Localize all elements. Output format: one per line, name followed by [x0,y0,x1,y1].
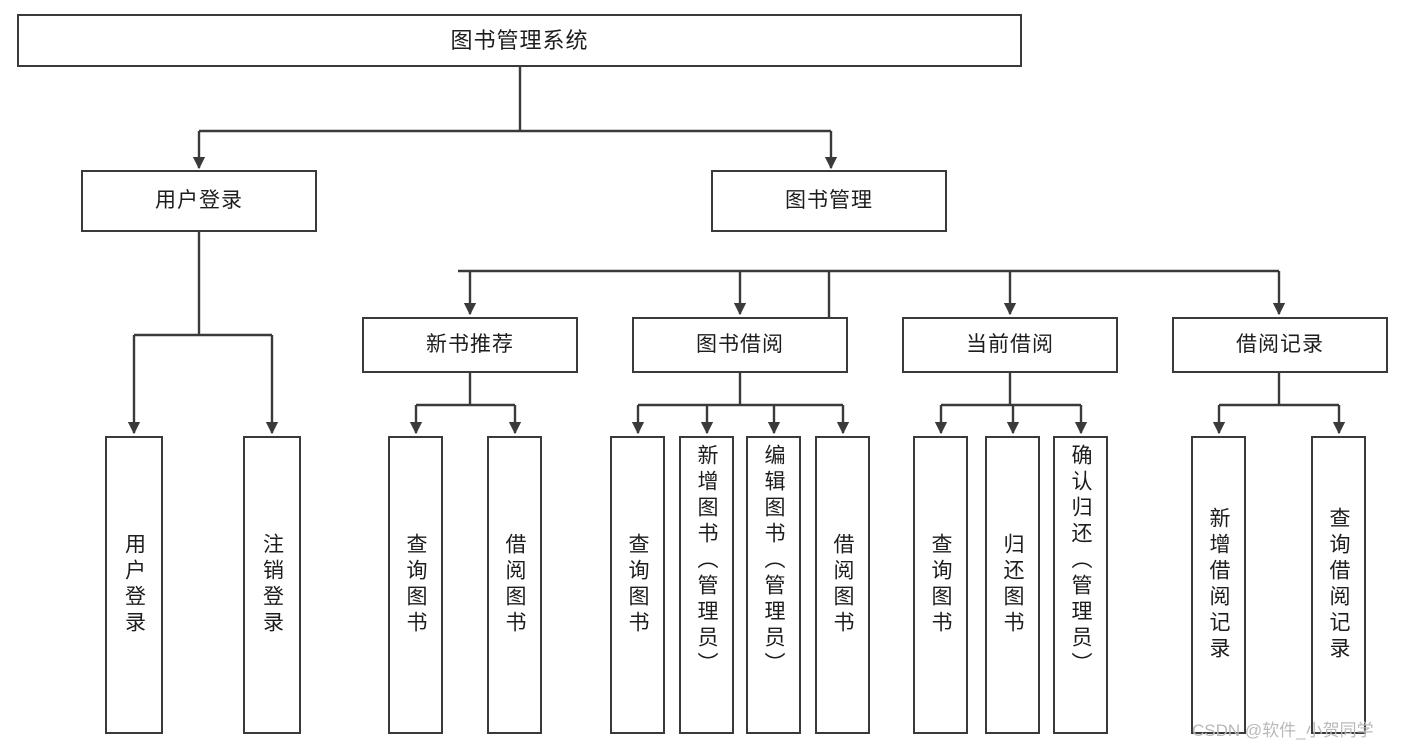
node-book-manage[interactable]: 图书管理 [711,170,947,232]
node-book-borrow-label: 图书借阅 [696,332,784,356]
leaf-user-login[interactable]: 用户登录 [105,436,163,734]
leaf-rec-add-record[interactable]: 新增借阅记录 [1191,436,1246,734]
node-book-borrow[interactable]: 图书借阅 [632,317,848,373]
node-current-borrow[interactable]: 当前借阅 [902,317,1118,373]
node-root[interactable]: 图书管理系统 [17,14,1022,67]
leaf-bor-query-book-label: 查询图书 [626,533,649,637]
leaf-cur-return-book-label: 归还图书 [1001,533,1024,637]
node-book-manage-label: 图书管理 [785,188,873,212]
leaf-cur-confirm-return-label: 确认归还（管理员） [1069,444,1092,678]
node-borrow-record[interactable]: 借阅记录 [1172,317,1388,373]
node-new-book-rec-label: 新书推荐 [426,332,514,356]
node-user-login[interactable]: 用户登录 [81,170,317,232]
node-borrow-record-label: 借阅记录 [1236,332,1324,356]
leaf-rec-query-book[interactable]: 查询图书 [388,436,443,734]
node-user-login-label: 用户登录 [155,188,243,212]
leaf-rec-borrow-book-label: 借阅图书 [503,533,526,637]
leaf-user-logout-label: 注销登录 [260,533,284,637]
leaf-cur-return-book[interactable]: 归还图书 [985,436,1040,734]
leaf-bor-add-book[interactable]: 新增图书（管理员） [679,436,734,734]
node-root-label: 图书管理系统 [450,27,589,53]
node-new-book-rec[interactable]: 新书推荐 [362,317,578,373]
leaf-rec-query-book-label: 查询图书 [404,533,427,637]
leaf-cur-query-book-label: 查询图书 [929,533,952,637]
leaf-bor-add-book-label: 新增图书（管理员） [695,444,718,678]
leaf-bor-edit-book-label: 编辑图书（管理员） [762,444,785,678]
csdn-watermark: CSDN @软件_小贺同学 [1192,721,1374,740]
leaf-bor-borrow-book-label: 借阅图书 [831,533,854,637]
leaf-rec-borrow-book[interactable]: 借阅图书 [487,436,542,734]
leaf-bor-borrow-book[interactable]: 借阅图书 [815,436,870,734]
leaf-user-logout[interactable]: 注销登录 [243,436,301,734]
leaf-user-login-label: 用户登录 [122,533,146,637]
leaf-cur-query-book[interactable]: 查询图书 [913,436,968,734]
leaf-cur-confirm-return[interactable]: 确认归还（管理员） [1053,436,1108,734]
leaf-rec-query-record[interactable]: 查询借阅记录 [1311,436,1366,734]
leaf-bor-edit-book[interactable]: 编辑图书（管理员） [746,436,801,734]
node-current-borrow-label: 当前借阅 [966,332,1054,356]
leaf-rec-add-record-label: 新增借阅记录 [1207,507,1230,663]
leaf-bor-query-book[interactable]: 查询图书 [610,436,665,734]
leaf-rec-query-record-label: 查询借阅记录 [1327,507,1350,663]
